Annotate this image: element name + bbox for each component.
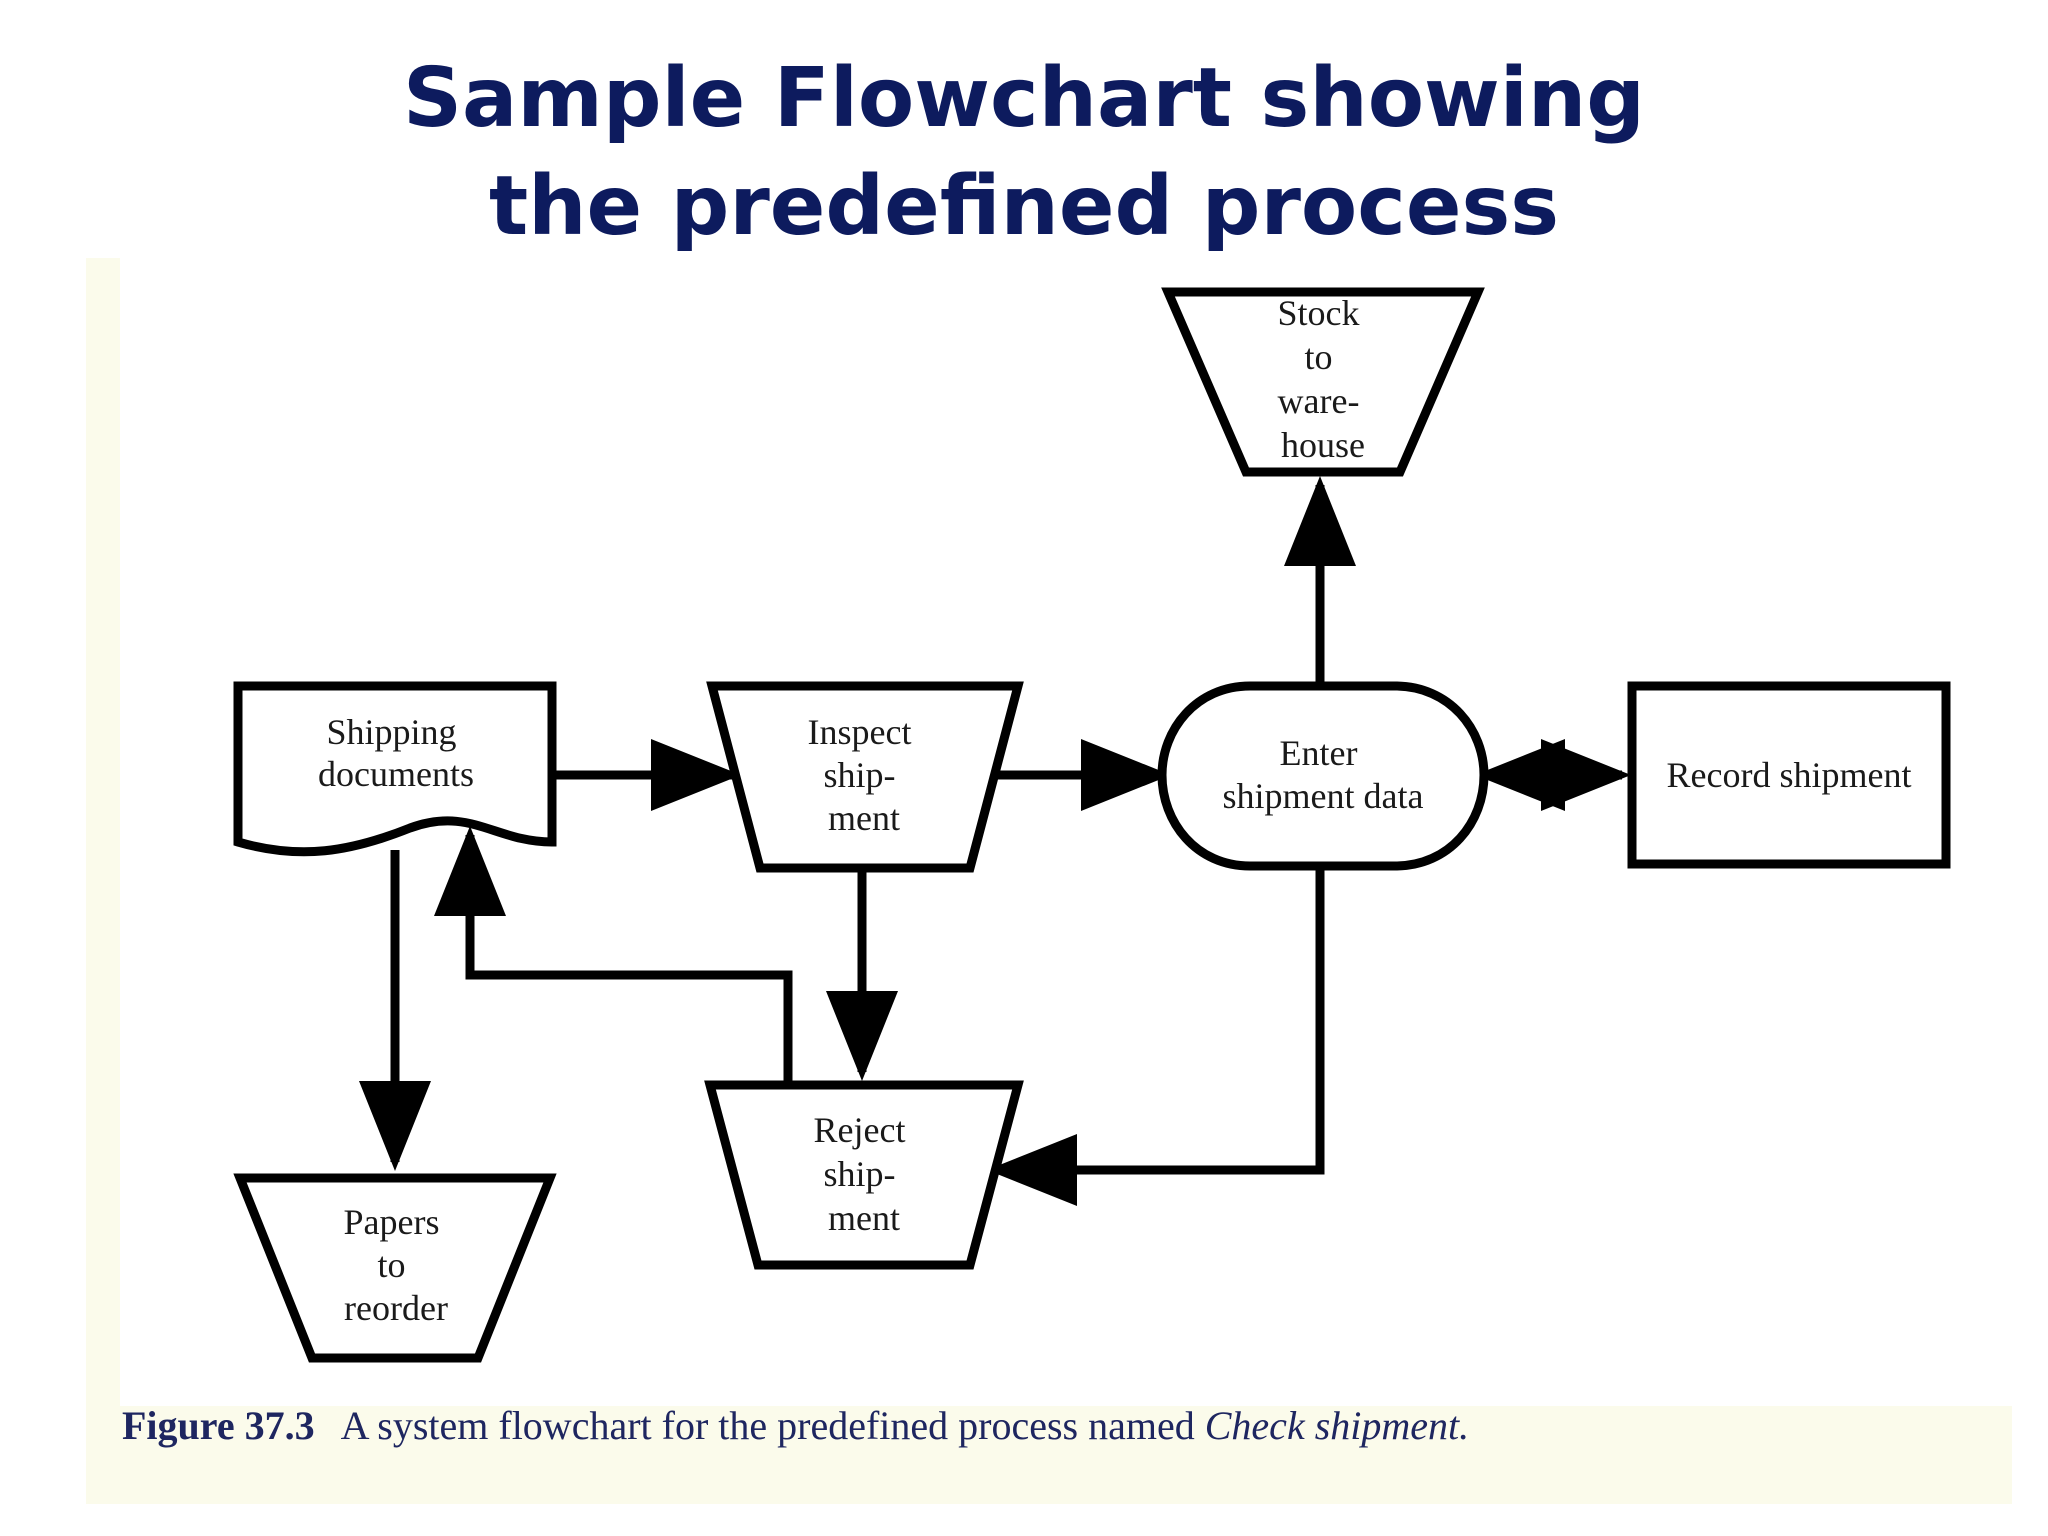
node-enter-shipment-data-label: Enter shipment data [1223,733,1424,816]
node-inspect-shipment-line: ment [828,798,900,838]
node-reject-shipment-line: Reject [814,1110,906,1150]
node-inspect-shipment-label: Inspect ship- ment [808,712,921,838]
node-inspect-shipment-line: ship- [824,755,896,795]
node-shipping-documents-line: Shipping [326,712,456,752]
figure-caption: Figure 37.3 A system flowchart for the pr… [122,1402,1469,1449]
node-enter-shipment-data-line: Enter [1280,733,1358,773]
node-shipping-documents-line: documents [318,754,474,794]
figure-number: Figure 37.3 [122,1403,315,1448]
caption-process-name: Check shipment. [1204,1403,1470,1448]
node-reject-shipment-shape [704,1080,1024,1270]
arrow-reject-to-shipping [434,826,793,1082]
node-stock-to-warehouse-shape [1161,287,1485,477]
node-shipping-documents-label: Shipping documents [318,712,474,794]
node-papers-to-reorder-line: to [377,1245,405,1285]
node-stock-to-warehouse-label: Stock to ware- house [1277,293,1368,465]
node-stock-to-warehouse-line: to [1304,337,1332,377]
node-reject-shipment-label: Reject ship- ment [814,1110,915,1238]
node-stock-to-warehouse-line: Stock [1277,293,1359,333]
slide-title: Sample Flowchart showing the predefined … [0,45,2048,261]
node-papers-to-reorder-line: reorder [344,1288,448,1328]
node-papers-to-reorder-line: Papers [344,1202,440,1242]
node-record-shipment-line: Record shipment [1667,755,1912,795]
node-enter-shipment-data-shape [1157,681,1489,871]
caption-text: A system flowchart for the predefined pr… [340,1403,1195,1448]
node-stock-to-warehouse-line: house [1281,425,1365,465]
node-record-shipment-label: Record shipment [1667,755,1912,795]
node-papers-to-reorder-shape [233,1173,557,1363]
node-shipping-documents-shape [233,681,557,857]
node-reject-shipment-line: ment [828,1198,900,1238]
node-enter-shipment-data-line: shipment data [1223,776,1424,816]
title-line-1: Sample Flowchart showing [403,51,1645,146]
node-reject-shipment-line: ship- [824,1154,896,1194]
node-stock-to-warehouse-line: ware- [1278,381,1360,421]
node-record-shipment-shape [1627,681,1951,869]
node-inspect-shipment-shape [706,681,1024,873]
arrow-enter-to-reject [987,868,1325,1206]
node-papers-to-reorder-label: Papers to reorder [344,1202,449,1328]
title-line-2: the predefined process [488,159,1560,254]
node-inspect-shipment-line: Inspect [808,712,912,752]
